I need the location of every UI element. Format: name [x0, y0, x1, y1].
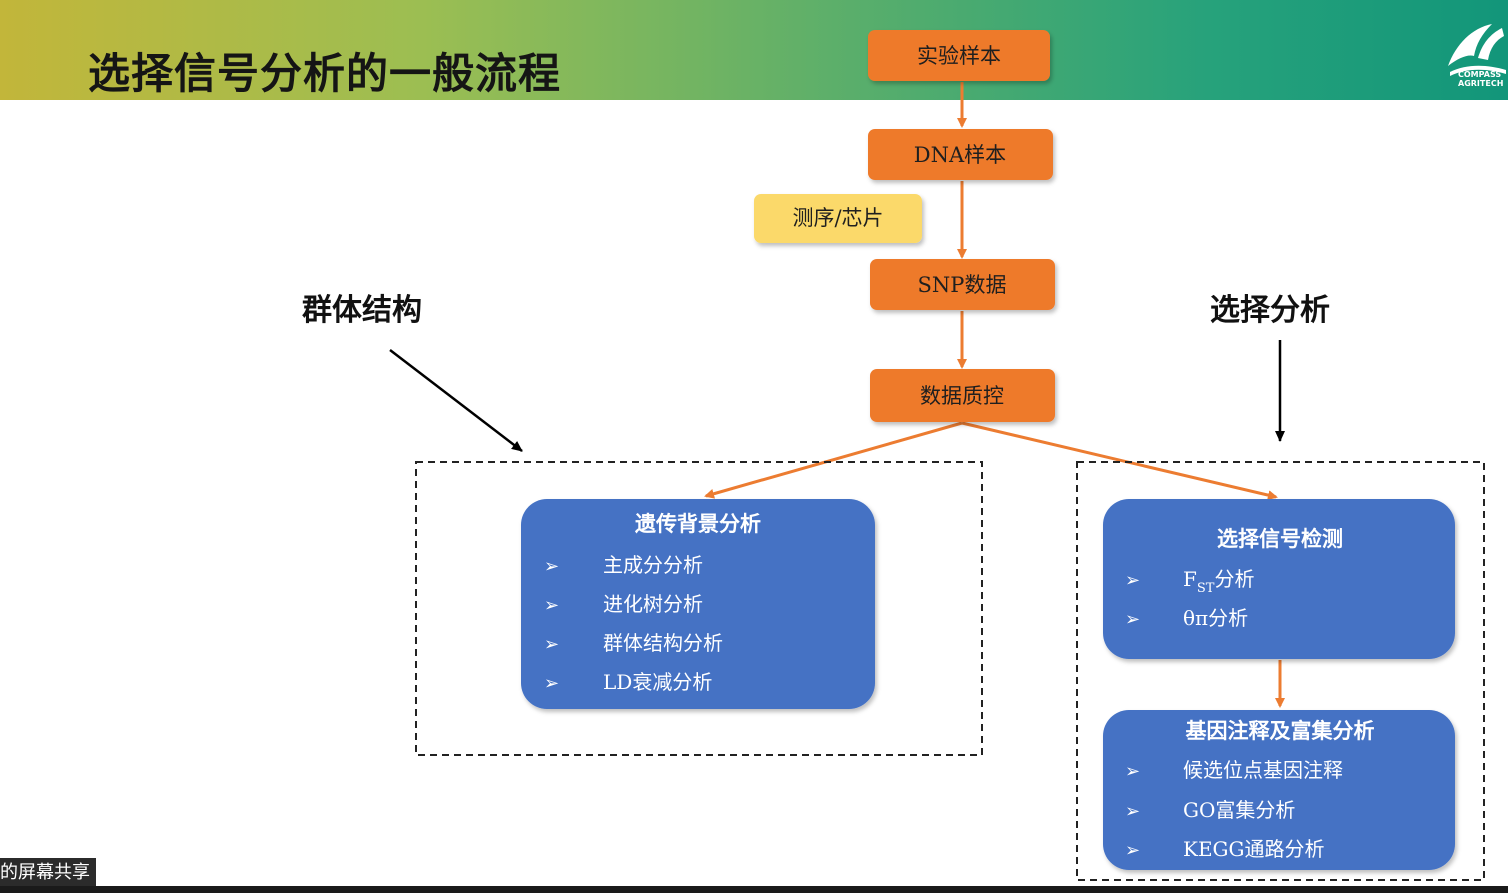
screen-share-badge[interactable]: 的屏幕共享 [0, 858, 96, 888]
population-structure-label: 群体结构 [302, 293, 422, 328]
list-item: KEGG通路分析 [1183, 837, 1325, 861]
bullet-icon: ➢ [1125, 570, 1140, 591]
bullet-icon: ➢ [544, 595, 559, 616]
arrow-qc-to-selection [961, 421, 1278, 501]
list-item: 群体结构分析 [603, 631, 723, 655]
sample-box: 实验样本 [868, 30, 1050, 81]
page-title: 选择信号分析的一般流程 [88, 49, 562, 98]
list-item: 主成分分析 [603, 553, 703, 577]
sequencing-box: 测序/芯片 [754, 194, 922, 243]
fst-suffix: 分析 [1214, 567, 1254, 591]
selection-dashed-group [1076, 461, 1485, 881]
logo-text: COMPASS AGRITECH [1458, 70, 1504, 88]
sequencing-label: 测序/芯片 [792, 206, 883, 230]
list-item-theta-pi: θπ分析 [1183, 606, 1248, 630]
genetic-panel-title: 遗传背景分析 [634, 511, 761, 536]
bullet-icon: ➢ [1125, 609, 1140, 630]
fst-sub: ST [1197, 581, 1215, 596]
gene-annotation-panel: 基因注释及富集分析 ➢ 候选位点基因注释 ➢ GO富集分析 ➢ KEGG通路分析 [1103, 710, 1455, 870]
arrow-qc-to-genetic [704, 421, 963, 499]
selection-signal-panel: 选择信号检测 ➢ FST分析 ➢ θπ分析 [1103, 499, 1455, 659]
bullet-icon: ➢ [1125, 761, 1140, 782]
list-item: LD衰减分析 [603, 670, 712, 694]
bottom-strip [0, 886, 1508, 893]
list-item: GO富集分析 [1183, 798, 1295, 822]
population-dashed-group [415, 461, 983, 756]
selection-analysis-label: 选择分析 [1210, 293, 1330, 328]
company-logo-icon [1448, 24, 1506, 76]
population-arrow [389, 349, 523, 452]
bullet-icon: ➢ [544, 673, 559, 694]
annotation-panel-title: 基因注释及富集分析 [1186, 718, 1375, 743]
fst-main: F [1183, 567, 1197, 591]
list-item-fst: FST分析 [1183, 567, 1254, 596]
selection-panel-title: 选择信号检测 [1217, 526, 1343, 551]
dna-label: DNA样本 [914, 143, 1006, 167]
dna-box: DNA样本 [868, 129, 1053, 180]
bullet-icon: ➢ [1125, 801, 1140, 822]
genetic-background-panel: 遗传背景分析 ➢ 主成分分析 ➢ 进化树分析 ➢ 群体结构分析 ➢ LD衰减分析 [521, 499, 875, 709]
bullet-icon: ➢ [1125, 840, 1140, 861]
bullet-icon: ➢ [544, 634, 559, 655]
bullet-icon: ➢ [544, 556, 559, 577]
sample-label: 实验样本 [917, 44, 1001, 68]
snp-box: SNP数据 [870, 259, 1055, 310]
snp-label: SNP数据 [918, 273, 1007, 297]
qc-label: 数据质控 [920, 384, 1004, 408]
list-item: 候选位点基因注释 [1183, 758, 1343, 782]
header-banner [0, 0, 1508, 100]
qc-box: 数据质控 [870, 369, 1055, 422]
list-item: 进化树分析 [603, 592, 703, 616]
